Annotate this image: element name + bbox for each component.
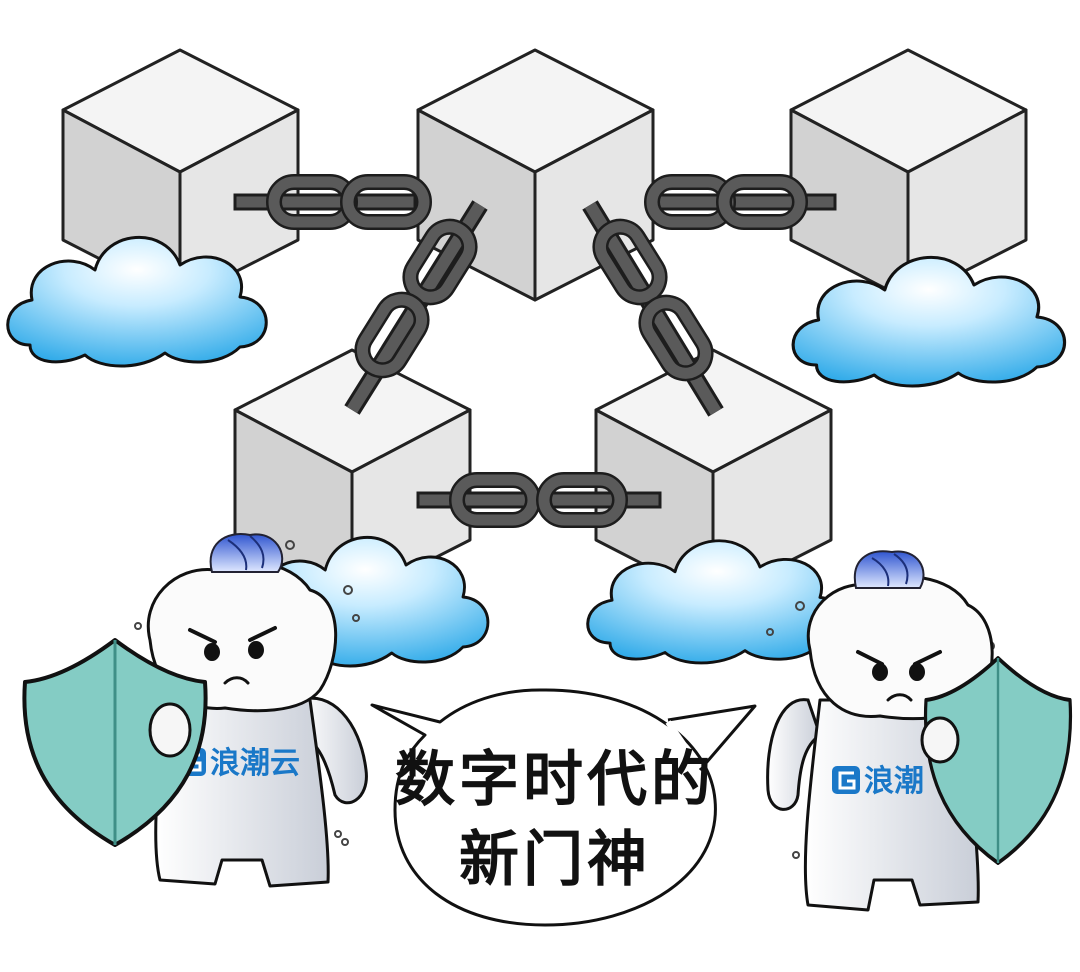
chain-top-right <box>652 182 837 222</box>
inspur-cloud-logo-icon <box>832 766 860 794</box>
chain-bottom <box>416 480 662 520</box>
speech-line-2: 新门神 <box>459 825 651 895</box>
logo-text: 浪潮云 <box>210 746 300 781</box>
hair-swirl-icon <box>209 533 284 573</box>
logo-text: 浪潮 <box>864 764 924 799</box>
speech-bubble: 数字时代的 新门神 <box>370 688 757 927</box>
speech-line-1: 数字时代的 <box>395 745 715 815</box>
angry-face <box>856 650 942 702</box>
hair-swirl-icon <box>853 550 925 589</box>
mascot-right: 浪潮 <box>766 550 1073 912</box>
chain-diagonal-right <box>582 200 724 417</box>
chain-diagonal-left <box>344 200 488 415</box>
angry-face <box>188 626 277 685</box>
mascot-left: 浪潮云 <box>22 533 368 888</box>
logo-badge: 浪潮 <box>832 764 924 799</box>
chain-top-left <box>233 182 424 222</box>
cloud-top-right <box>791 255 1067 388</box>
